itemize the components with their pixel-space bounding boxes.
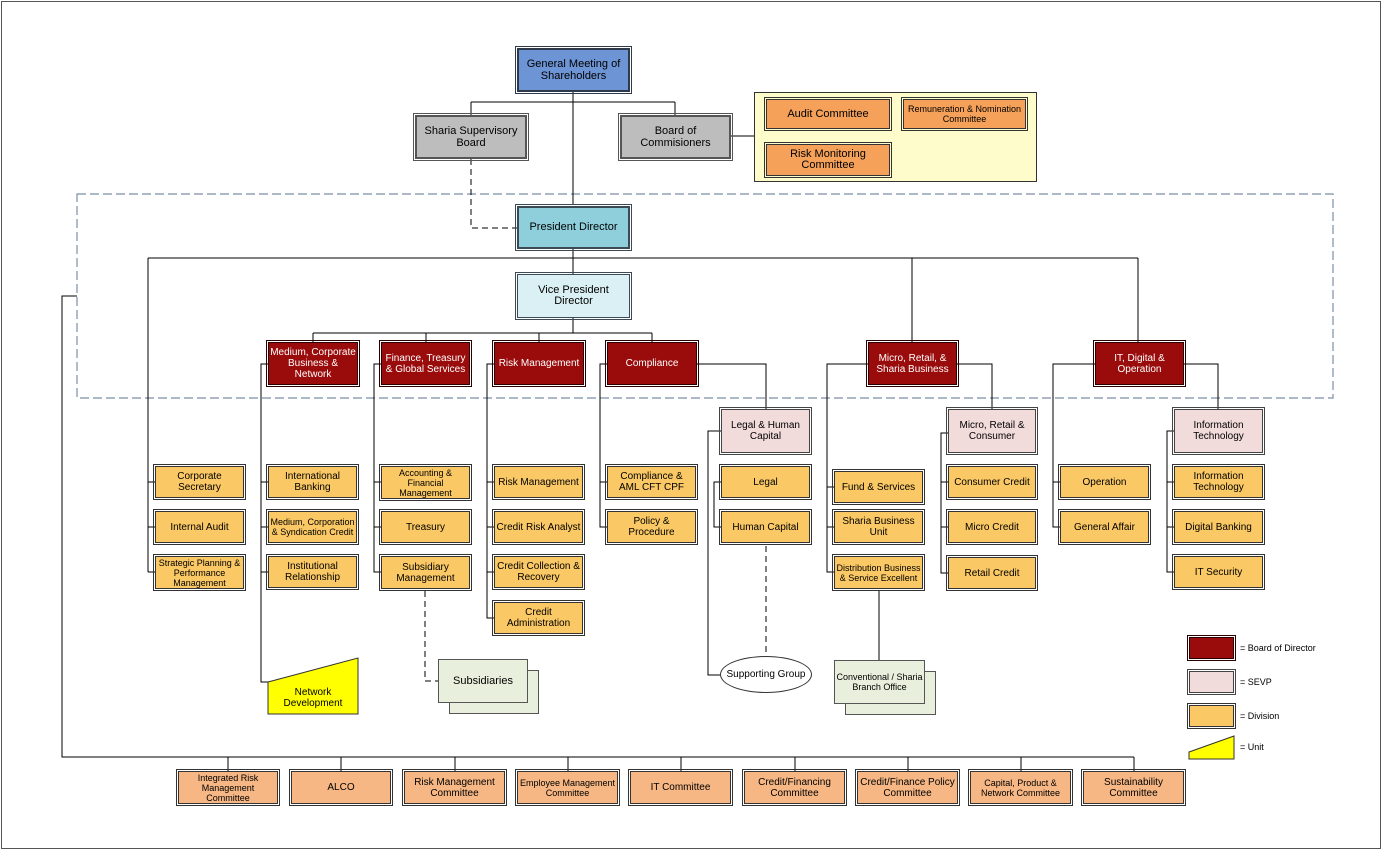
board-of-commissioners[interactable]: Board of Commisioners (618, 113, 733, 161)
legend-sevp-label: = SEVP (1240, 677, 1272, 687)
president-director[interactable]: President Director (515, 204, 632, 251)
network-development-unit-shape (267, 657, 359, 715)
committee-integrated-risk[interactable]: Integrated Risk Management Committee (176, 769, 280, 806)
vice-president-director[interactable]: Vice President Director (515, 272, 632, 320)
director-medium-corporate[interactable]: Medium, Corporate Business & Network (266, 340, 360, 387)
division-accounting-financial[interactable]: Accounting & Financial Management (379, 464, 472, 501)
division-risk-management[interactable]: Risk Management (492, 464, 585, 500)
division-credit-risk-analyst[interactable]: Credit Risk Analyst (492, 509, 585, 545)
legend-division-swatch (1187, 703, 1236, 729)
legend-unit-label: = Unit (1240, 742, 1264, 752)
division-legal[interactable]: Legal (719, 464, 812, 500)
division-strategic-planning[interactable]: Strategic Planning & Performance Managem… (153, 554, 246, 591)
division-international-banking[interactable]: International Banking (266, 464, 359, 500)
director-compliance[interactable]: Compliance (605, 340, 699, 387)
director-it-digital-operation[interactable]: IT, Digital & Operation (1093, 340, 1186, 387)
division-subsidiary-management[interactable]: Subsidiary Management (379, 554, 472, 591)
audit-committee[interactable]: Audit Committee (764, 97, 892, 131)
legend-sevp-swatch (1187, 669, 1236, 695)
division-distribution-business[interactable]: Distribution Business & Service Excellen… (832, 554, 925, 591)
branch-office[interactable]: Conventional / Sharia Branch Office (834, 660, 925, 704)
division-policy-procedure[interactable]: Policy & Procedure (605, 509, 698, 545)
division-information-technology[interactable]: Information Technology (1172, 464, 1265, 500)
division-institutional-relationship[interactable]: Institutional Relationship (266, 554, 359, 590)
general-meeting-shareholders[interactable]: General Meeting of Shareholders (515, 46, 632, 94)
legend-division-label: = Division (1240, 711, 1280, 721)
unit-network-development[interactable]: Network Development (283, 687, 343, 709)
division-sharia-business-unit[interactable]: Sharia Business Unit (832, 509, 925, 545)
division-micro-credit[interactable]: Micro Credit (946, 509, 1038, 545)
division-it-security[interactable]: IT Security (1172, 554, 1265, 590)
division-digital-banking[interactable]: Digital Banking (1172, 509, 1265, 545)
legend-board-swatch (1187, 635, 1236, 661)
director-finance-treasury[interactable]: Finance, Treasury & Global Services (379, 340, 472, 387)
sevp-micro-retail-consumer[interactable]: Micro, Retail & Consumer (946, 407, 1038, 455)
committee-employee-management[interactable]: Employee Management Committee (515, 769, 620, 806)
division-human-capital[interactable]: Human Capital (719, 509, 812, 545)
division-operation[interactable]: Operation (1058, 464, 1151, 500)
committee-it[interactable]: IT Committee (628, 769, 733, 806)
remuneration-nomination-committee[interactable]: Remuneration & Nomination Committee (901, 97, 1028, 131)
sevp-legal-human-capital[interactable]: Legal & Human Capital (719, 407, 812, 455)
division-consumer-credit[interactable]: Consumer Credit (946, 464, 1038, 500)
committee-sustainability[interactable]: Sustainability Committee (1081, 769, 1186, 806)
risk-monitoring-committee[interactable]: Risk Monitoring Committee (764, 142, 892, 178)
division-general-affair[interactable]: General Affair (1058, 509, 1151, 545)
division-internal-audit[interactable]: Internal Audit (153, 509, 246, 545)
committee-credit-financing[interactable]: Credit/Financing Committee (742, 769, 847, 806)
division-credit-collection-recovery[interactable]: Credit Collection & Recovery (492, 554, 585, 590)
division-credit-administration[interactable]: Credit Administration (492, 600, 585, 636)
legend-board-label: = Board of Director (1240, 643, 1316, 653)
supporting-group[interactable]: Supporting Group (720, 656, 812, 693)
legend-unit-swatch (1188, 735, 1235, 760)
division-corporate-secretary[interactable]: Corporate Secretary (153, 464, 246, 500)
director-risk-management[interactable]: Risk Management (492, 340, 586, 387)
sharia-supervisory-board[interactable]: Sharia Supervisory Board (413, 113, 529, 161)
committee-alco[interactable]: ALCO (289, 769, 393, 806)
committee-risk-management[interactable]: Risk Management Committee (402, 769, 507, 806)
division-treasury[interactable]: Treasury (379, 509, 472, 545)
division-medium-syndication-credit[interactable]: Medium, Corporation & Syndication Credit (266, 509, 359, 545)
division-retail-credit[interactable]: Retail Credit (946, 555, 1038, 591)
subsidiaries[interactable]: Subsidiaries (438, 659, 528, 703)
committee-credit-finance-policy[interactable]: Credit/Finance Policy Committee (855, 769, 960, 806)
division-compliance-aml[interactable]: Compliance & AML CFT CPF (605, 464, 698, 500)
division-fund-services[interactable]: Fund & Services (832, 469, 925, 505)
director-micro-retail-sharia[interactable]: Micro, Retail, & Sharia Business (866, 340, 959, 387)
sevp-information-technology[interactable]: Information Technology (1172, 407, 1265, 455)
committee-capital-product-network[interactable]: Capital, Product & Network Committee (968, 769, 1073, 806)
